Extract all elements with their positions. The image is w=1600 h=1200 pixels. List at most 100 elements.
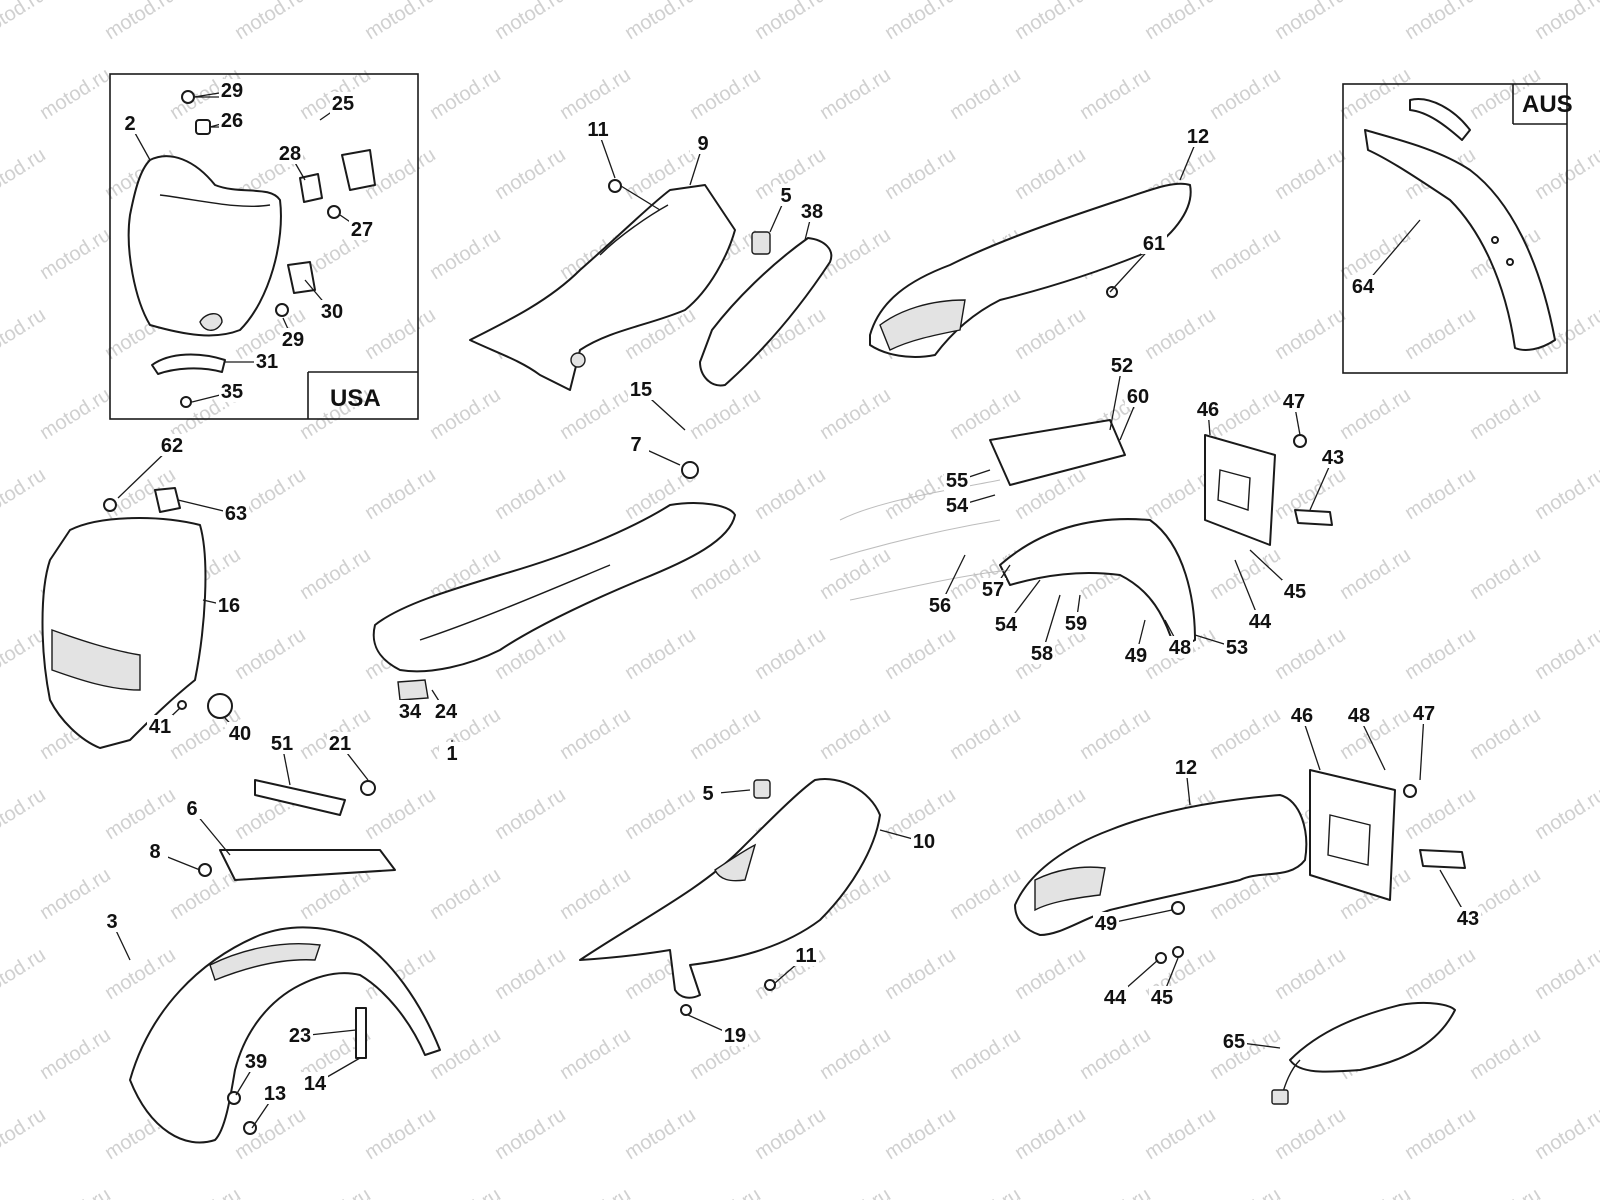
side-plate-38 [699, 237, 833, 387]
callout-backing [280, 328, 306, 350]
watermark-text: motod.ru [296, 1184, 375, 1200]
watermark-text: motod.ru [101, 944, 180, 1004]
callout-number: 13 [264, 1083, 286, 1105]
watermark-text: motod.ru [881, 944, 960, 1004]
watermark-text: motod.ru [36, 1184, 115, 1200]
callout-10: 10 [879, 829, 937, 853]
watermark-text: motod.ru [1401, 944, 1480, 1004]
watermark-text: motod.ru [686, 1184, 765, 1200]
callout-55: 55 [944, 469, 991, 492]
callout-21: 21 [327, 732, 369, 781]
watermark-text: motod.ru [1076, 704, 1155, 764]
callout-27: 27 [339, 214, 375, 241]
watermark-text: motod.ru [881, 1104, 960, 1164]
watermark-text: motod.ru [1141, 304, 1220, 364]
watermark-text: motod.ru [816, 1184, 895, 1200]
watermark-text: motod.ru [36, 224, 115, 284]
callout-11: 11 [774, 944, 819, 984]
watermark-text: motod.ru [816, 64, 895, 124]
callout-number: 48 [1348, 705, 1370, 727]
callout-12: 12 [1179, 125, 1211, 181]
callout-backing [223, 502, 249, 524]
callout-48: 48 [1346, 704, 1386, 771]
callout-number: 3 [106, 911, 117, 933]
callout-backing [262, 1082, 288, 1104]
watermark-text: motod.ru [881, 144, 960, 204]
callout-52: 52 [1109, 354, 1135, 431]
callout-29: 29 [280, 317, 306, 351]
callout-38: 38 [799, 200, 825, 241]
callout-number: 45 [1151, 987, 1173, 1009]
callout-47: 47 [1281, 390, 1307, 436]
watermark-text: motod.ru [101, 784, 180, 844]
callout-backing [773, 184, 799, 206]
callout-46: 46 [1195, 398, 1221, 436]
callout-number: 16 [218, 595, 240, 617]
tail-light-65 [1271, 1001, 1456, 1105]
watermark-text: motod.ru [556, 1024, 635, 1084]
watermark-text: motod.ru [946, 1024, 1025, 1084]
callout-backing [439, 742, 465, 764]
callout-backing [254, 350, 280, 372]
callout-backing [287, 1024, 313, 1046]
leader-line [1419, 713, 1425, 781]
watermark-text: motod.ru [556, 864, 635, 924]
callout-1: 1 [439, 740, 465, 765]
callout-number: 12 [1175, 757, 1197, 779]
callout-backing [1185, 125, 1211, 147]
watermark-text: motod.ru [1401, 464, 1480, 524]
rear-fender-mount-bracket [829, 419, 1196, 651]
watermark-text: motod.ru [816, 384, 895, 444]
callout-23: 23 [287, 1024, 357, 1047]
watermark-text: motod.ru [1596, 224, 1600, 284]
watermark-text: motod.ru [946, 704, 1025, 764]
watermark-text: motod.ru [751, 624, 830, 684]
callout-number: 14 [304, 1073, 327, 1095]
callout-number: 52 [1111, 355, 1133, 377]
callout-backing [99, 910, 125, 932]
callout-number: 38 [801, 201, 823, 223]
callout-backing [219, 79, 245, 101]
callout-44: 44 [1234, 559, 1273, 633]
watermark-text: motod.ru [1011, 784, 1090, 844]
seat-assembly [372, 461, 736, 701]
watermark-text: motod.ru [1336, 1184, 1415, 1200]
watermark-text: motod.ru [556, 704, 635, 764]
callout-number: 5 [780, 185, 791, 207]
callout-backing [147, 715, 173, 737]
watermark-text: motod.ru [1271, 0, 1350, 44]
watermark-text: motod.ru [1401, 624, 1480, 684]
usa-label: USA [330, 385, 381, 412]
callout-number: 46 [1197, 399, 1219, 421]
callout-5: 5 [769, 184, 799, 233]
watermark-text: motod.ru [1271, 624, 1350, 684]
watermark-text: motod.ru [426, 864, 505, 924]
watermark-text: motod.ru [556, 1184, 635, 1200]
watermark-text: motod.ru [426, 224, 505, 284]
watermark-text: motod.ru [686, 64, 765, 124]
callout-backing [980, 578, 1006, 600]
watermark-text: motod.ru [1206, 224, 1285, 284]
callout-backing [1102, 986, 1128, 1008]
callout-backing [1125, 385, 1151, 407]
callout-backing [1029, 642, 1055, 664]
callout-number: 11 [795, 945, 816, 967]
watermark-text: motod.ru [1596, 64, 1600, 124]
callout-backing [690, 132, 716, 154]
callout-backing [1289, 704, 1315, 726]
callout-backing [269, 732, 295, 754]
watermark-text: motod.ru [621, 624, 700, 684]
callout-57: 57 [980, 564, 1011, 601]
callout-backing [799, 200, 825, 222]
callout-number: 44 [1249, 611, 1272, 633]
callout-number: 31 [256, 351, 278, 373]
watermark-text: motod.ru [1401, 1104, 1480, 1164]
callout-backing [179, 797, 205, 819]
callout-number: 60 [1127, 386, 1149, 408]
license-plate-holder-top [1204, 434, 1333, 546]
watermark-text: motod.ru [1466, 704, 1545, 764]
callout-24: 24 [431, 689, 459, 723]
callout-40: 40 [224, 717, 253, 745]
callout-28: 28 [277, 142, 306, 181]
callout-backing [1149, 986, 1175, 1008]
